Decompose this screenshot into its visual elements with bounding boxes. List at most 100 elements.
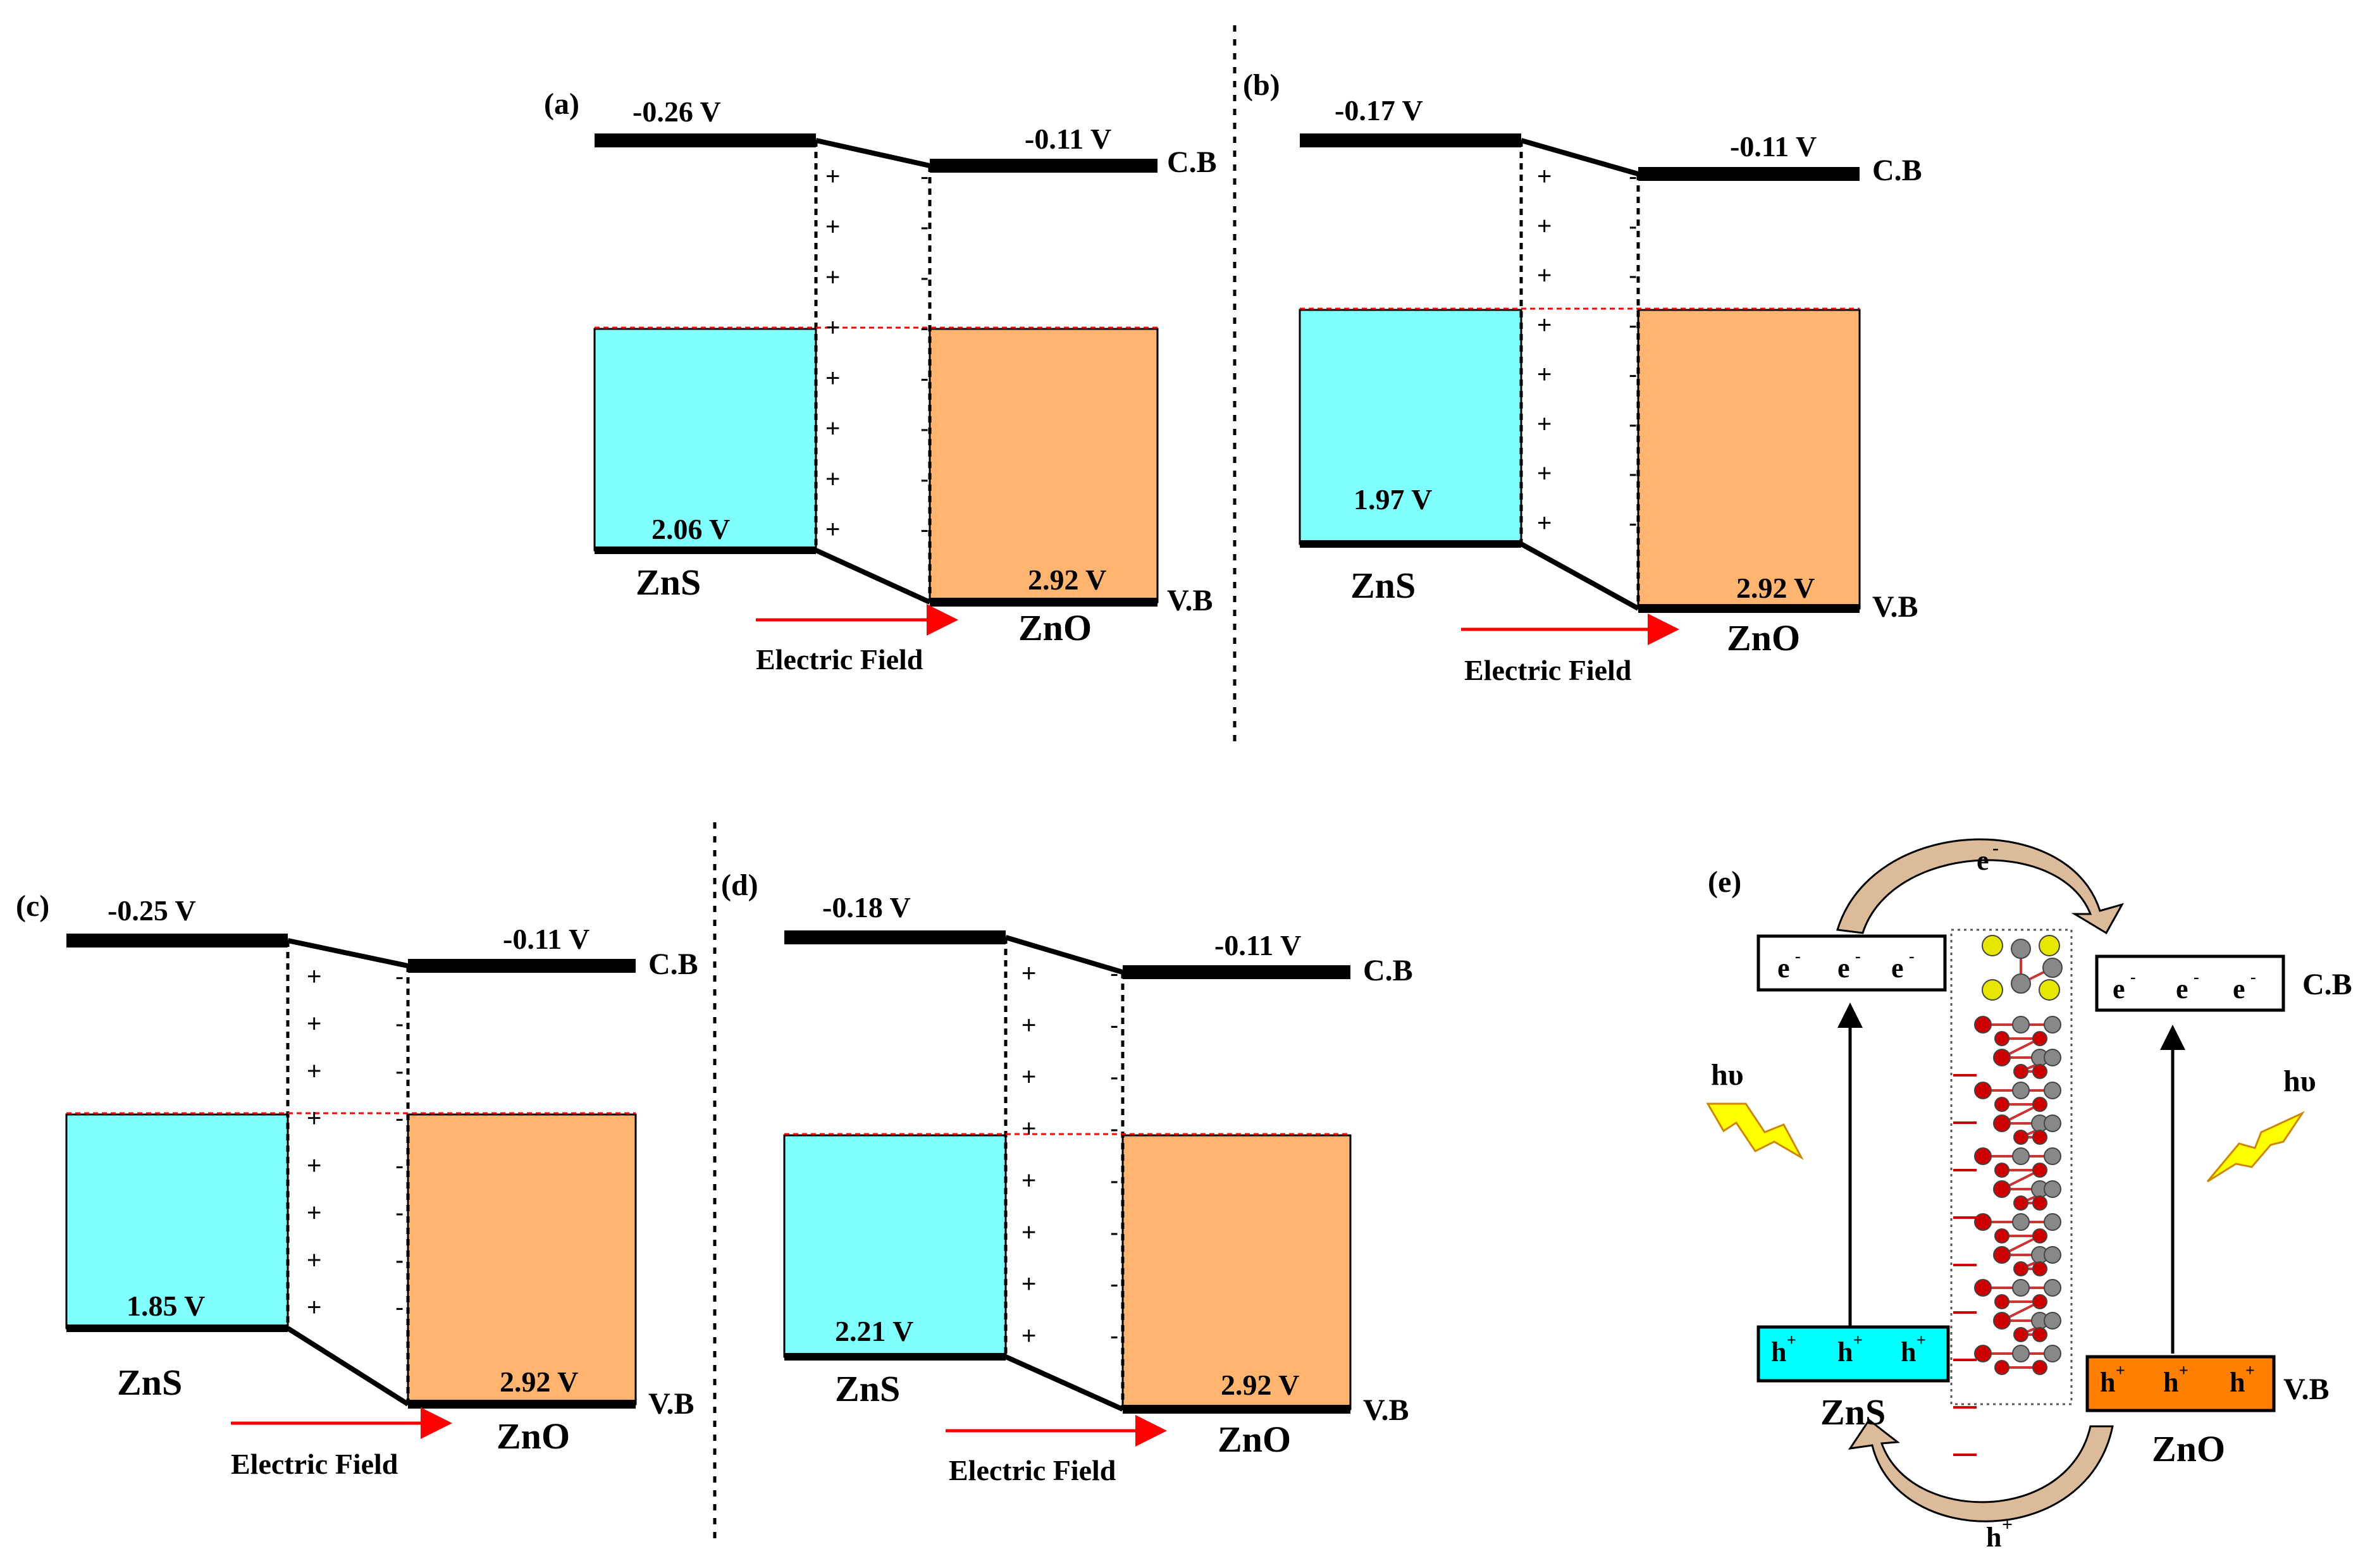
hole-symbol: h xyxy=(2230,1367,2245,1398)
panel-c-minus-sign: - xyxy=(395,1057,404,1085)
panel-b-minus-sign: - xyxy=(1629,212,1637,240)
panel-c-plus-sign: + xyxy=(307,1057,321,1085)
crystal-atom xyxy=(2042,958,2063,978)
crystal-atom xyxy=(2032,1097,2047,1112)
panel-c-zns-vb-value: 1.85 V xyxy=(127,1290,205,1322)
panel-d-plus-sign: + xyxy=(1022,1063,1036,1091)
cb-tag-e: C.B xyxy=(2302,968,2352,1001)
panel-c-minus-sign: - xyxy=(395,1152,404,1180)
panel-d-zno-vb-value: 2.92 V xyxy=(1221,1369,1299,1401)
panel-a-vb-bending xyxy=(815,548,931,605)
zno-cb-box xyxy=(2095,954,2285,1012)
panel-c-plus-sign: + xyxy=(307,1199,321,1227)
crystal-atom xyxy=(2044,1279,2061,1297)
panel-b-label: (b) xyxy=(1243,68,1280,102)
crystal-atom xyxy=(2013,1261,2028,1276)
panel-d-minus-sign: - xyxy=(1110,1218,1118,1246)
hole-symbol: h xyxy=(1771,1337,1786,1367)
panel-a-zns-cb-value: -0.26 V xyxy=(633,96,721,128)
panel-b-field-label: Electric Field xyxy=(1464,654,1632,686)
electron-charge: - xyxy=(2130,968,2136,986)
panel-d-zns-vb-value: 2.21 V xyxy=(835,1315,913,1347)
panel-c-zns-box xyxy=(65,1113,289,1330)
panel-a-plus-sign: + xyxy=(825,163,840,190)
crystal-atom xyxy=(2012,1213,2030,1231)
panel-b-plus-sign: + xyxy=(1537,262,1552,290)
crystal-structure xyxy=(1953,935,2063,1456)
crystal-atom xyxy=(2039,979,2060,1001)
crystal-atom xyxy=(2032,1163,2047,1178)
panel-a-field-label: Electric Field xyxy=(756,643,923,676)
electron-transfer-label: e xyxy=(1977,845,1989,876)
panel-a-plus-sign: + xyxy=(825,314,840,342)
panel-e: (e) e - h + e-e-e-e-e-e- C.B hυ hυ h+h+h… xyxy=(1706,837,2352,1553)
panel-c-field-label: Electric Field xyxy=(231,1448,398,1480)
crystal-atom xyxy=(1993,1312,2011,1330)
zno-vb-box xyxy=(2085,1355,2276,1412)
panel-a-minus-sign: - xyxy=(920,515,929,543)
crystal-atom xyxy=(2013,1195,2028,1211)
panel-a-zno-cb-value: -0.11 V xyxy=(1025,123,1111,155)
panel-c-minus-sign: - xyxy=(395,1246,404,1274)
panel-c-zns-cb-value: -0.25 V xyxy=(108,894,196,927)
panel-d-plus-sign: + xyxy=(1022,1166,1036,1194)
panel-d-plus-sign: + xyxy=(1022,1218,1036,1246)
panel-c-vb-bending xyxy=(286,1326,410,1407)
panel-a-minus-sign: - xyxy=(920,163,929,190)
panel-b-plus-sign: + xyxy=(1537,212,1552,240)
crystal-atom xyxy=(2044,1180,2061,1198)
panel-d-minus-sign: - xyxy=(1110,1322,1118,1350)
crystal-atom xyxy=(1993,1246,2011,1264)
panel-a-minus-sign: - xyxy=(920,415,929,443)
panel-a-label: (a) xyxy=(544,87,579,121)
panel-c-minus-sign: - xyxy=(395,1199,404,1227)
crystal-atom xyxy=(1994,1294,2009,1309)
crystal-structure-frame xyxy=(1950,929,2073,1405)
electron-symbols: e-e-e-e-e-e- xyxy=(1777,947,2256,1004)
crystal-atom xyxy=(2012,1082,2030,1099)
crystal-atom xyxy=(2032,1228,2047,1244)
crystal-atom xyxy=(2032,1261,2047,1276)
crystal-atom xyxy=(2012,1345,2030,1362)
hole-transfer-arrow xyxy=(1848,1418,2114,1522)
crystal-atom xyxy=(2012,1016,2030,1034)
panel-b-zno-vb-value: 2.92 V xyxy=(1736,572,1815,604)
crystal-atom xyxy=(1994,1228,2009,1244)
crystal-atom xyxy=(2013,1064,2028,1079)
panel-a-vb-tag: V.B xyxy=(1167,584,1213,617)
panel-b-plus-sign: + xyxy=(1537,460,1552,488)
electron-symbol: e xyxy=(1777,953,1790,984)
crystal-atom xyxy=(2044,1345,2061,1362)
panel-d-plus-sign: + xyxy=(1022,960,1036,987)
crystal-atom xyxy=(1993,1180,2011,1198)
crystal-atom xyxy=(2032,1064,2047,1079)
crystal-atom xyxy=(1994,1097,2009,1112)
panel-d-cb-tag: C.B xyxy=(1363,954,1413,987)
panel-c-zns-label: ZnS xyxy=(117,1362,182,1403)
panel-a-plus-sign: + xyxy=(825,515,840,543)
crystal-atom xyxy=(1993,1114,2011,1132)
panel-a-zns-vb-value: 2.06 V xyxy=(651,513,730,545)
electron-symbol: e xyxy=(1837,953,1850,984)
hole-symbol: h xyxy=(1901,1337,1916,1367)
crystal-atom xyxy=(2044,1312,2061,1330)
panel-a-minus-sign: - xyxy=(920,364,929,392)
panel-c-zno-box xyxy=(407,1113,637,1405)
panel-a-minus-sign: - xyxy=(920,314,929,342)
panel-b-vb-tag: V.B xyxy=(1872,590,1918,624)
panel-d: +-+-+-+-+-+-+-+-(d)-0.18 V-0.11 V2.21 V2… xyxy=(721,868,1413,1486)
hole-symbols: h+h+h+h+h+h+ xyxy=(1771,1331,2255,1398)
panel-a-zno-vb-value: 2.92 V xyxy=(1028,564,1106,596)
panel-d-cb-bending xyxy=(1004,935,1124,975)
panel-c-plus-sign: + xyxy=(307,1246,321,1274)
electron-charge: - xyxy=(1795,947,1801,965)
zno-label-e: ZnO xyxy=(2152,1428,2225,1469)
crystal-atom xyxy=(2032,1360,2047,1375)
crystal-atom xyxy=(1994,1031,2009,1046)
crystal-atom xyxy=(1982,979,2003,1001)
panel-a-plus-sign: + xyxy=(825,364,840,392)
panel-a-zns-label: ZnS xyxy=(636,562,701,603)
panel-b-minus-sign: - xyxy=(1629,163,1637,190)
electron-charge: - xyxy=(1855,947,1861,965)
crystal-atom xyxy=(2044,1213,2061,1231)
